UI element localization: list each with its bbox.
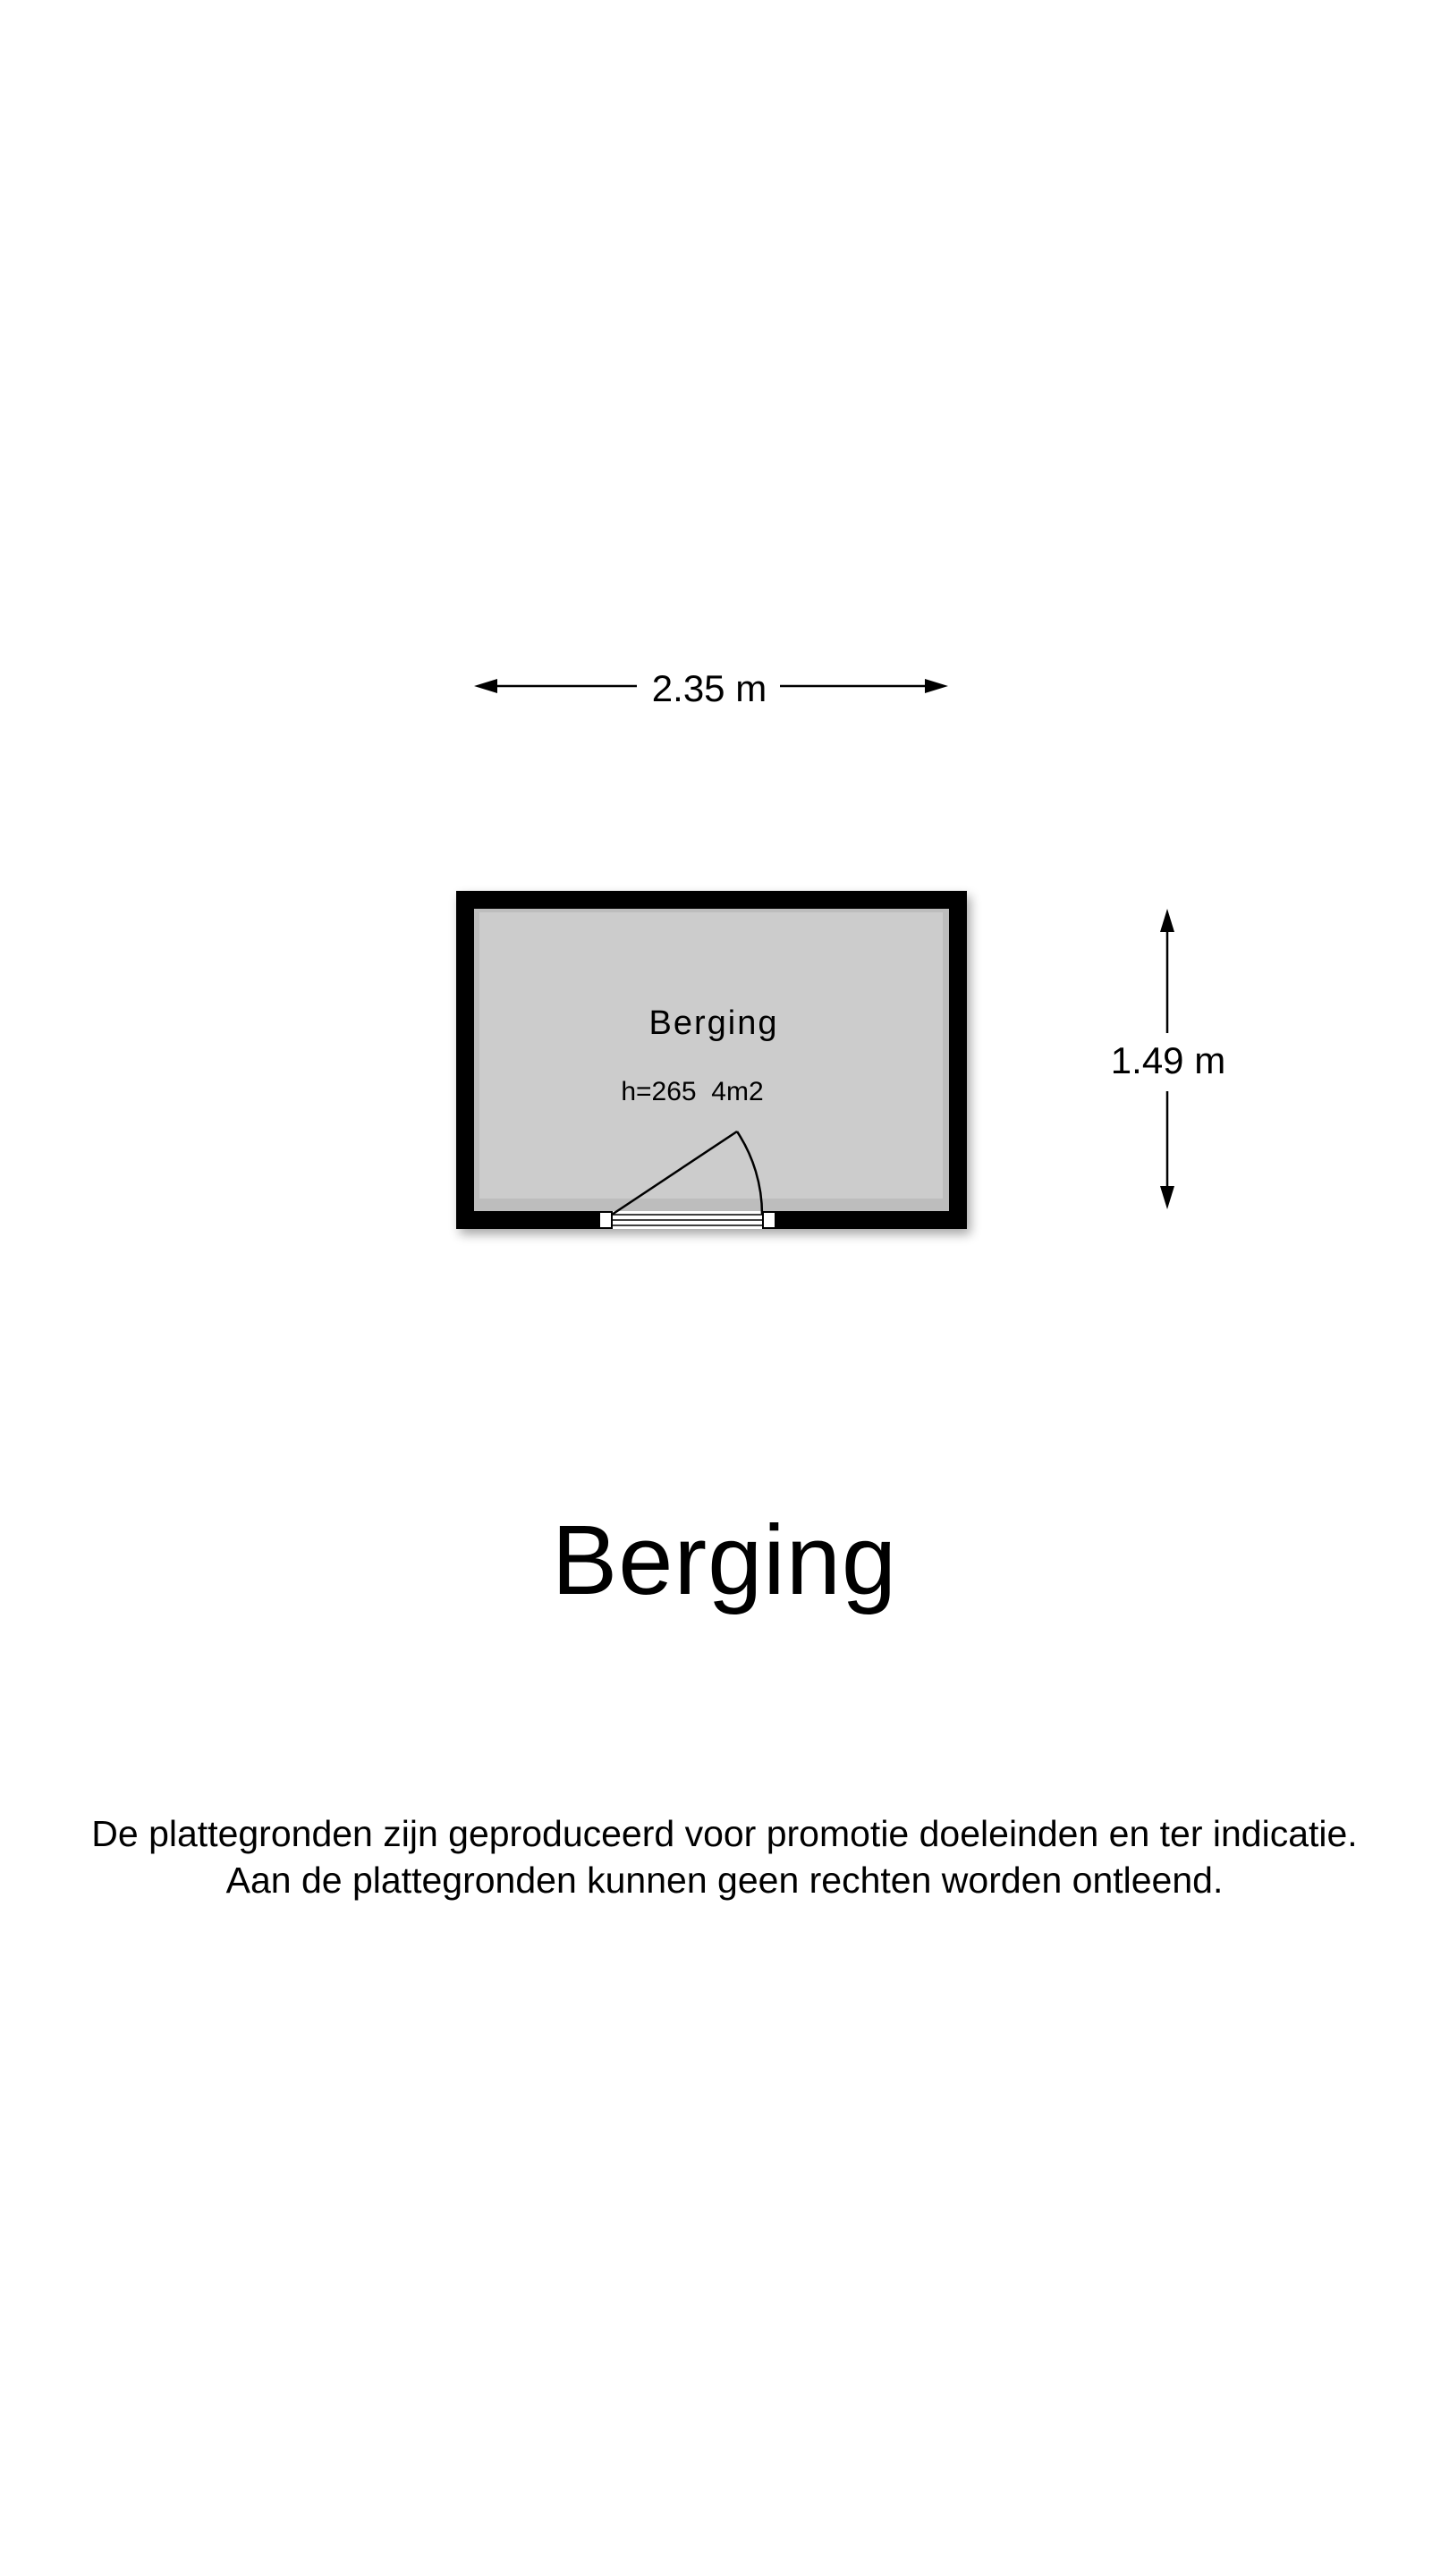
- room-details-label: h=265 4m2: [621, 1077, 763, 1106]
- depth-dimension: 1.49 m: [1111, 909, 1225, 1209]
- width-dimension: 2.35 m: [474, 667, 948, 709]
- arrow-down-icon: [1160, 1186, 1174, 1209]
- arrow-up-icon: [1160, 909, 1174, 932]
- disclaimer-line-2: Aan de plattegronden kunnen geen rechten…: [225, 1860, 1224, 1901]
- disclaimer-line-1: De plattegronden zijn geproduceerd voor …: [91, 1813, 1358, 1854]
- page-title: Berging: [551, 1505, 898, 1615]
- room-name-label: Berging: [649, 1004, 779, 1042]
- room-floor: [479, 912, 943, 1199]
- width-dimension-label: 2.35 m: [652, 667, 767, 709]
- depth-dimension-label: 1.49 m: [1111, 1039, 1225, 1081]
- door-swing-arc: [735, 1131, 764, 1216]
- arrow-right-icon: [925, 679, 948, 693]
- door-leaf: [611, 1130, 738, 1216]
- door-frame-left: [598, 1211, 613, 1229]
- door-frame-right: [762, 1211, 776, 1229]
- door: [598, 1130, 776, 1229]
- arrow-left-icon: [474, 679, 497, 693]
- disclaimer: De plattegronden zijn geproduceerd voor …: [0, 1810, 1449, 1903]
- room-berging: Berging h=265 4m2: [456, 891, 967, 1229]
